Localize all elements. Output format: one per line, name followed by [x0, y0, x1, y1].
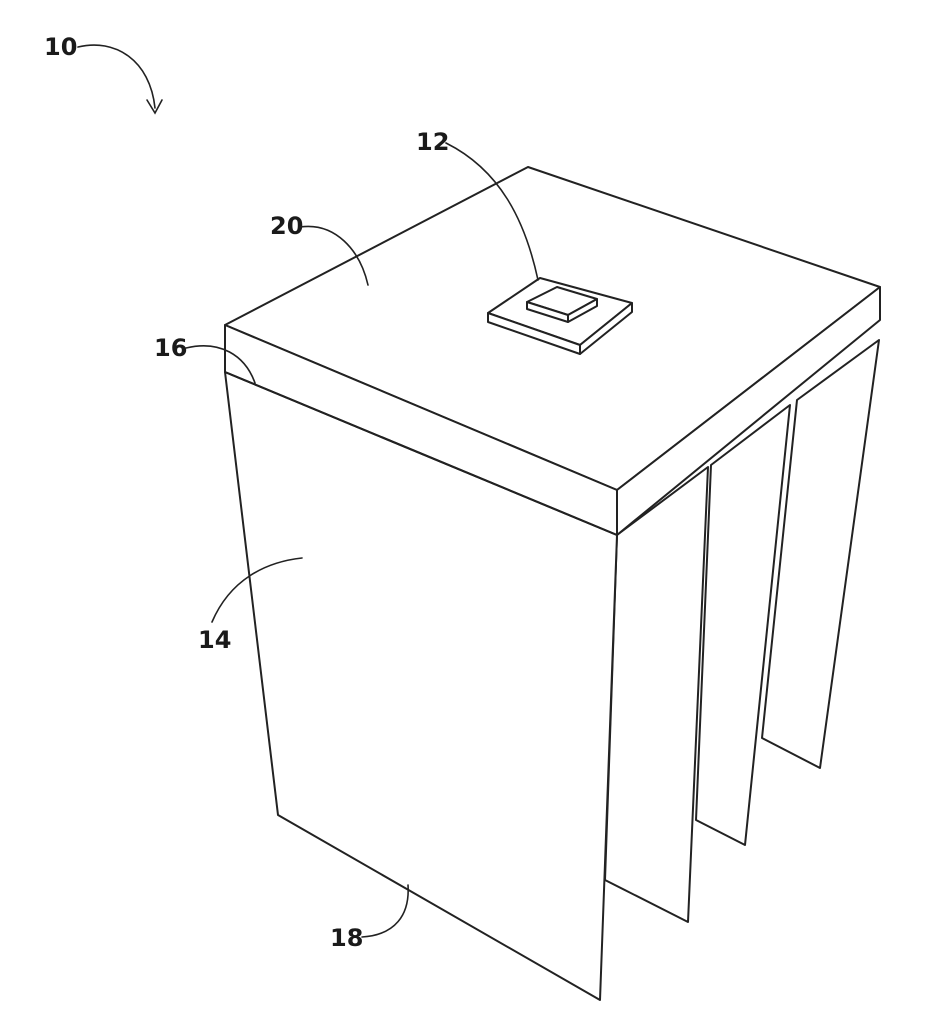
label-20-group: 20: [270, 212, 369, 286]
component-pad-edge-right: [579, 302, 633, 355]
component: [487, 277, 633, 355]
base-right-side: [616, 286, 881, 536]
fin-rear-3: [761, 339, 880, 769]
leader-20: [299, 225, 369, 286]
label-10-group: 10: [44, 33, 163, 115]
fin-rear-2: [695, 404, 791, 846]
label-14-group: 14: [198, 557, 303, 654]
label-16: 16: [154, 334, 187, 362]
label-12: 12: [416, 128, 449, 156]
label-20: 20: [270, 212, 303, 240]
label-18-group: 18: [330, 884, 409, 952]
label-12-group: 12: [416, 128, 539, 281]
arrow-10-curve: [77, 44, 156, 109]
rear-fins: [604, 339, 880, 923]
label-14: 14: [198, 626, 231, 654]
label-16-group: 16: [154, 334, 256, 384]
leader-16: [185, 345, 256, 384]
interface-line: [224, 371, 618, 536]
component-chip-edge-right: [567, 298, 598, 323]
leader-14: [211, 557, 303, 623]
label-18: 18: [330, 924, 363, 952]
label-10: 10: [44, 33, 77, 61]
arrow-10-head: [146, 99, 163, 115]
leader-18: [361, 884, 409, 938]
fin-rear-1: [604, 466, 709, 923]
leader-12: [445, 142, 539, 281]
